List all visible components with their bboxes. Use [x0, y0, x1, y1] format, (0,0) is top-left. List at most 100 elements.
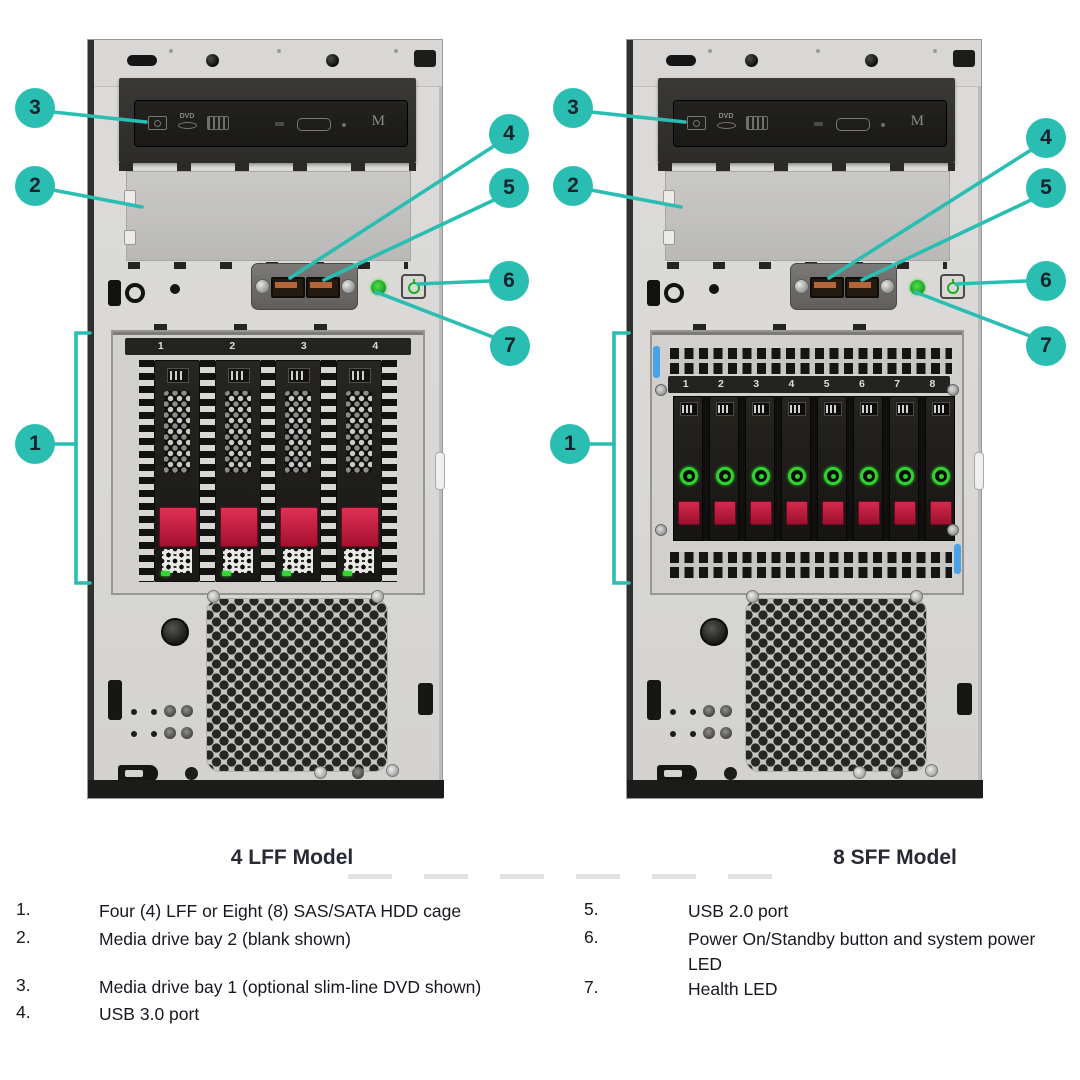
- drive-release-latch[interactable]: [219, 507, 258, 547]
- drive-activity-led: [221, 571, 231, 576]
- bezel-lock-ring: [125, 283, 145, 303]
- screw-icon: [910, 590, 923, 603]
- pinhole: [690, 731, 696, 737]
- sff-drive[interactable]: [673, 396, 703, 541]
- power-button[interactable]: [401, 274, 426, 299]
- legend-label: Media drive bay 2 (blank shown): [99, 929, 351, 949]
- sff-drive[interactable]: [853, 396, 883, 541]
- drive-release-latch[interactable]: [341, 507, 380, 547]
- legend-number: 1.: [16, 899, 31, 919]
- usb2-port[interactable]: [306, 277, 340, 298]
- callout-1-right: 1: [550, 424, 590, 464]
- faded-text-artifact: [348, 874, 792, 879]
- sff-drive[interactable]: [745, 396, 775, 541]
- bay-notch: [663, 230, 675, 245]
- jack-hole: [164, 705, 176, 717]
- drive-release-latch[interactable]: [786, 501, 808, 525]
- screw-icon: [746, 590, 759, 603]
- drive-release-latch[interactable]: [678, 501, 700, 525]
- usb2-port[interactable]: [845, 277, 879, 298]
- lff-drive[interactable]: [153, 360, 200, 582]
- dvd-activity-led: [275, 122, 284, 126]
- callout-2-left: 2: [15, 166, 55, 206]
- screw-icon: [206, 54, 219, 67]
- drive-activity-led: [343, 571, 353, 576]
- fan-grille: [206, 598, 388, 772]
- drive-release-latch[interactable]: [158, 507, 197, 547]
- drive-status-led-ring: [788, 467, 806, 485]
- drive-hex-lock-icon: [222, 549, 253, 573]
- lff-drive[interactable]: [214, 360, 261, 582]
- power-button[interactable]: [940, 274, 965, 299]
- sff-drive[interactable]: [925, 396, 955, 541]
- callout-5-left: 5: [489, 168, 529, 208]
- drive-status-led-ring: [824, 467, 842, 485]
- drive-release-latch[interactable]: [930, 501, 952, 525]
- callout-2-right: 2: [553, 166, 593, 206]
- blue-release-clip[interactable]: [954, 544, 961, 574]
- bezel-lock-slot: [647, 280, 660, 306]
- pinhole: [131, 731, 137, 737]
- pilot-hole: [816, 49, 820, 53]
- dvd-eject-button[interactable]: [836, 118, 870, 131]
- side-latch-handle[interactable]: [435, 452, 445, 490]
- bezel-lock-slot: [108, 280, 121, 306]
- bay-number: 3: [300, 340, 307, 352]
- dvd-logo-icon: DVD: [177, 113, 197, 130]
- chassis-hole: [724, 767, 737, 780]
- compact-disc-logo-icon: [687, 116, 706, 130]
- bezel-lock-knob[interactable]: [161, 618, 189, 646]
- bay-number: 3: [753, 378, 760, 390]
- legend-label: Health LED: [688, 979, 778, 999]
- usb3-port[interactable]: [271, 277, 305, 298]
- legend-number: 2.: [16, 927, 31, 947]
- drive-label-icon: [288, 368, 311, 383]
- blue-release-clip[interactable]: [653, 346, 660, 378]
- callout-7-right: 7: [1026, 326, 1066, 366]
- lff-drive[interactable]: [336, 360, 383, 582]
- sff-drive[interactable]: [781, 396, 811, 541]
- pinhole: [151, 731, 157, 737]
- media-logo-icon: [207, 116, 229, 130]
- dvd-logo-icon: DVD: [716, 113, 736, 130]
- drive-hex-lock-icon: [283, 549, 314, 573]
- drive-release-latch[interactable]: [822, 501, 844, 525]
- drive-release-latch[interactable]: [858, 501, 880, 525]
- side-latch-handle[interactable]: [974, 452, 984, 490]
- lff-drive[interactable]: [275, 360, 322, 582]
- jack-hole: [703, 727, 715, 739]
- legend-number: 6.: [584, 927, 599, 947]
- sff-drive[interactable]: [889, 396, 919, 541]
- drive-status-led-ring: [716, 467, 734, 485]
- screw-icon: [386, 764, 399, 777]
- media-bay-1-dvd: DVD M: [658, 78, 955, 163]
- sff-drives-row: [673, 396, 955, 541]
- jack-hole: [164, 727, 176, 739]
- usb3-port[interactable]: [810, 277, 844, 298]
- legend-label: USB 2.0 port: [688, 901, 789, 921]
- drive-label-icon: [227, 368, 250, 383]
- sff-drive[interactable]: [817, 396, 847, 541]
- bay-number: 5: [823, 378, 830, 390]
- screw-icon: [925, 764, 938, 777]
- callout-7-left: 7: [490, 326, 530, 366]
- drive-release-latch[interactable]: [714, 501, 736, 525]
- legend-label: Four (4) LFF or Eight (8) SAS/SATA HDD c…: [99, 901, 462, 921]
- dvd-activity-led: [814, 122, 823, 126]
- dvd-eject-button[interactable]: [297, 118, 331, 131]
- drive-release-latch[interactable]: [894, 501, 916, 525]
- drive-status-led-ring: [752, 467, 770, 485]
- pilot-hole: [394, 49, 398, 53]
- power-icon: [947, 279, 959, 294]
- drive-release-latch[interactable]: [280, 507, 319, 547]
- drive-status-led-ring: [896, 467, 914, 485]
- bay-number: 2: [717, 378, 724, 390]
- sff-drive[interactable]: [709, 396, 739, 541]
- bay-notch: [663, 190, 675, 205]
- drive-release-latch[interactable]: [750, 501, 772, 525]
- bezel-lock-knob[interactable]: [700, 618, 728, 646]
